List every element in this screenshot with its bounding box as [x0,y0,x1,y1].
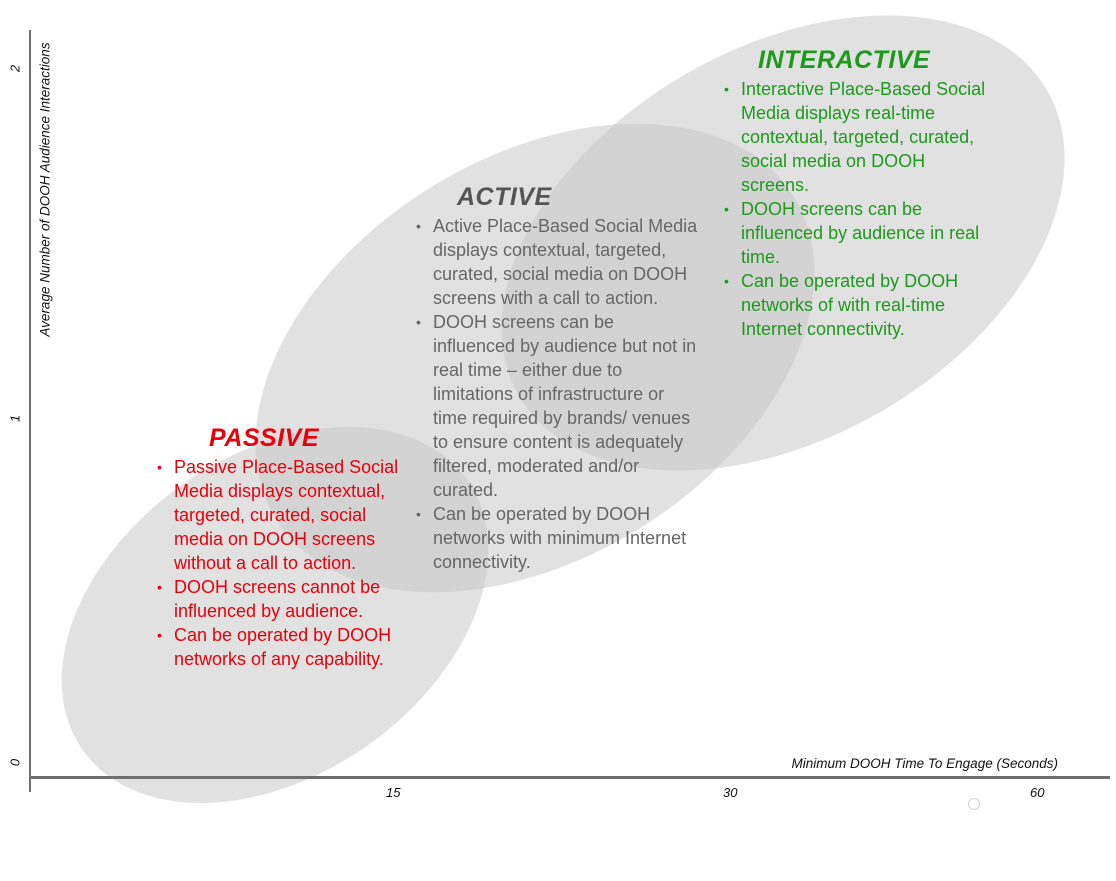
y-tick-label: 0 [7,758,23,767]
active-section: ACTIVE Active Place-Based Social Media d… [415,183,700,574]
passive-bullet: Can be operated by DOOH networks of any … [156,623,401,671]
interactive-bullet: Interactive Place-Based Social Media dis… [723,77,998,197]
y-tick-label: 1 [7,414,23,423]
active-bullet: Active Place-Based Social Media displays… [415,214,700,310]
interactive-title: INTERACTIVE [758,46,931,74]
x-tick-label: 15 [386,785,401,800]
passive-bullet: Passive Place-Based Social Media display… [156,455,401,575]
active-title: ACTIVE [457,183,552,211]
interactive-bullet: Can be operated by DOOH networks of with… [723,269,998,341]
passive-bullet: DOOH screens cannot be influenced by aud… [156,575,401,623]
corner-mark [968,798,980,810]
active-bullet: DOOH screens can be influenced by audien… [415,310,700,502]
passive-title: PASSIVE [209,424,320,452]
active-bullet: Can be operated by DOOH networks with mi… [415,502,700,574]
x-tick-label: 60 [1030,785,1045,800]
y-tick-label: 2 [7,64,23,73]
x-tick-label: 30 [723,785,738,800]
passive-bullet-list: Passive Place-Based Social Media display… [156,455,401,671]
interactive-bullet-list: Interactive Place-Based Social Media dis… [723,77,998,341]
active-bullet-list: Active Place-Based Social Media displays… [415,214,700,574]
passive-section: PASSIVE Passive Place-Based Social Media… [156,424,401,671]
y-axis-title: Average Number of DOOH Audience Interact… [37,42,53,337]
x-axis-line [29,776,1110,779]
interactive-bullet: DOOH screens can be influenced by audien… [723,197,998,269]
interactive-section: INTERACTIVE Interactive Place-Based Soci… [723,46,998,341]
x-axis-title: Minimum DOOH Time To Engage (Seconds) [791,756,1058,771]
y-axis-line [29,30,31,792]
